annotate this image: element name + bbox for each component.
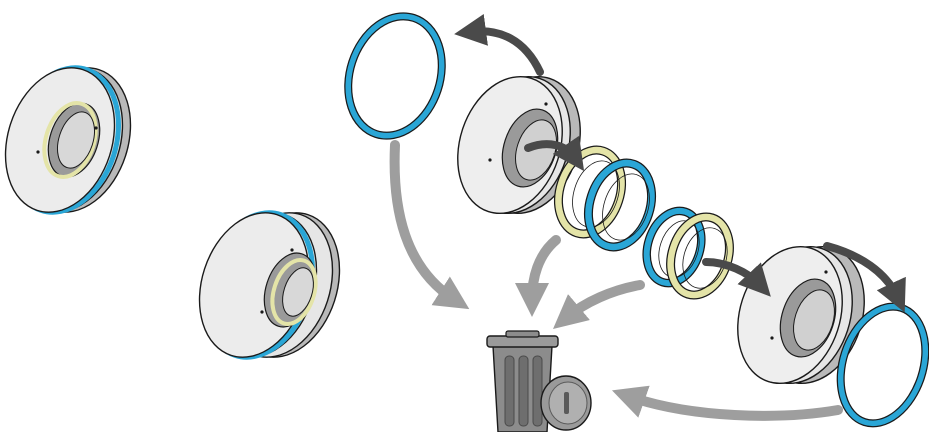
assembled-cartridge-2: [182, 199, 358, 372]
arrow-oring-off-upper: [470, 31, 540, 72]
arrow-seal1-to-bin: [532, 240, 556, 300]
arrow-oring-to-bin: [395, 145, 455, 300]
arrow-lower-oring-to-bin: [628, 396, 838, 416]
trash-can: [487, 331, 591, 432]
upper-housing: [441, 63, 597, 227]
assembled-cartridge-1: [0, 54, 148, 227]
upper-oring: [333, 4, 456, 148]
arrow-seal2-to-bin: [566, 285, 640, 318]
